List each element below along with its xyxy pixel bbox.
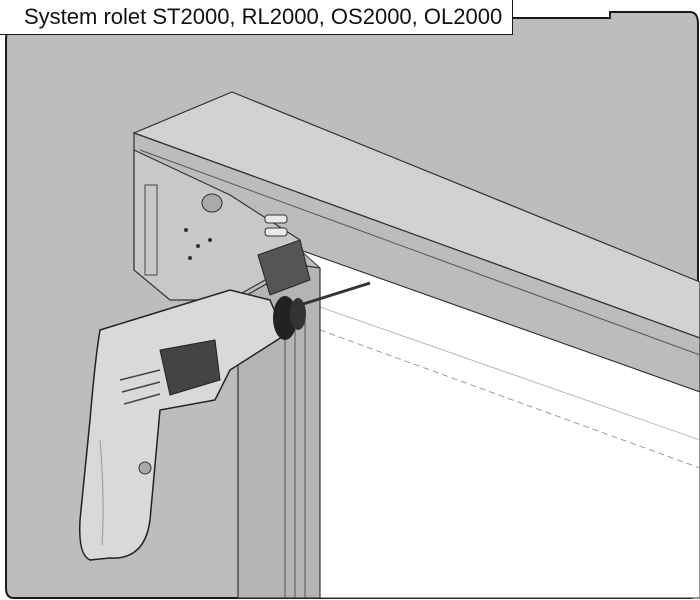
window-opening [299, 249, 700, 599]
drill-bit [299, 281, 371, 307]
clip-bracket [257, 239, 311, 296]
page-title: System rolet ST2000, RL2000, OS2000, OL2… [0, 0, 514, 35]
drill-illustration [78, 289, 306, 561]
